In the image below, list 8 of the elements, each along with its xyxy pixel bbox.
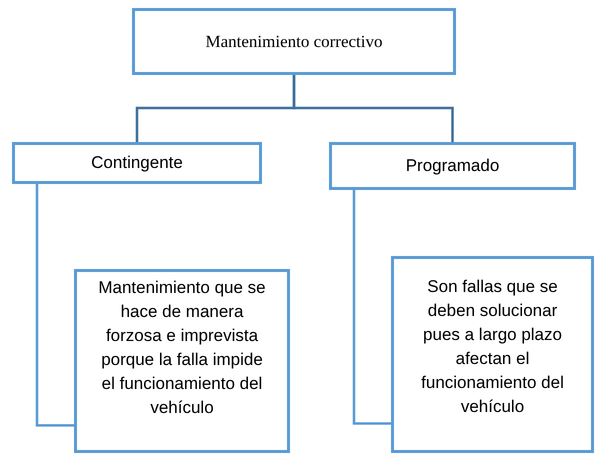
connector-line [352, 190, 391, 425]
text-box: Programado [329, 142, 576, 190]
connector-line [292, 75, 454, 142]
text-box: Mantenimiento que se hace de manera forzosa e imprevista porque la falla impide el funcionamiento del vehículo [74, 269, 290, 453]
text-box: Son fallas que se deben solucionar pues a largo plazo afectan el funcionamiento del vehículo [391, 256, 594, 453]
text-box: Contingente [12, 142, 262, 184]
connector-line [36, 184, 74, 427]
text-box: Mantenimiento correctivo [132, 8, 456, 75]
